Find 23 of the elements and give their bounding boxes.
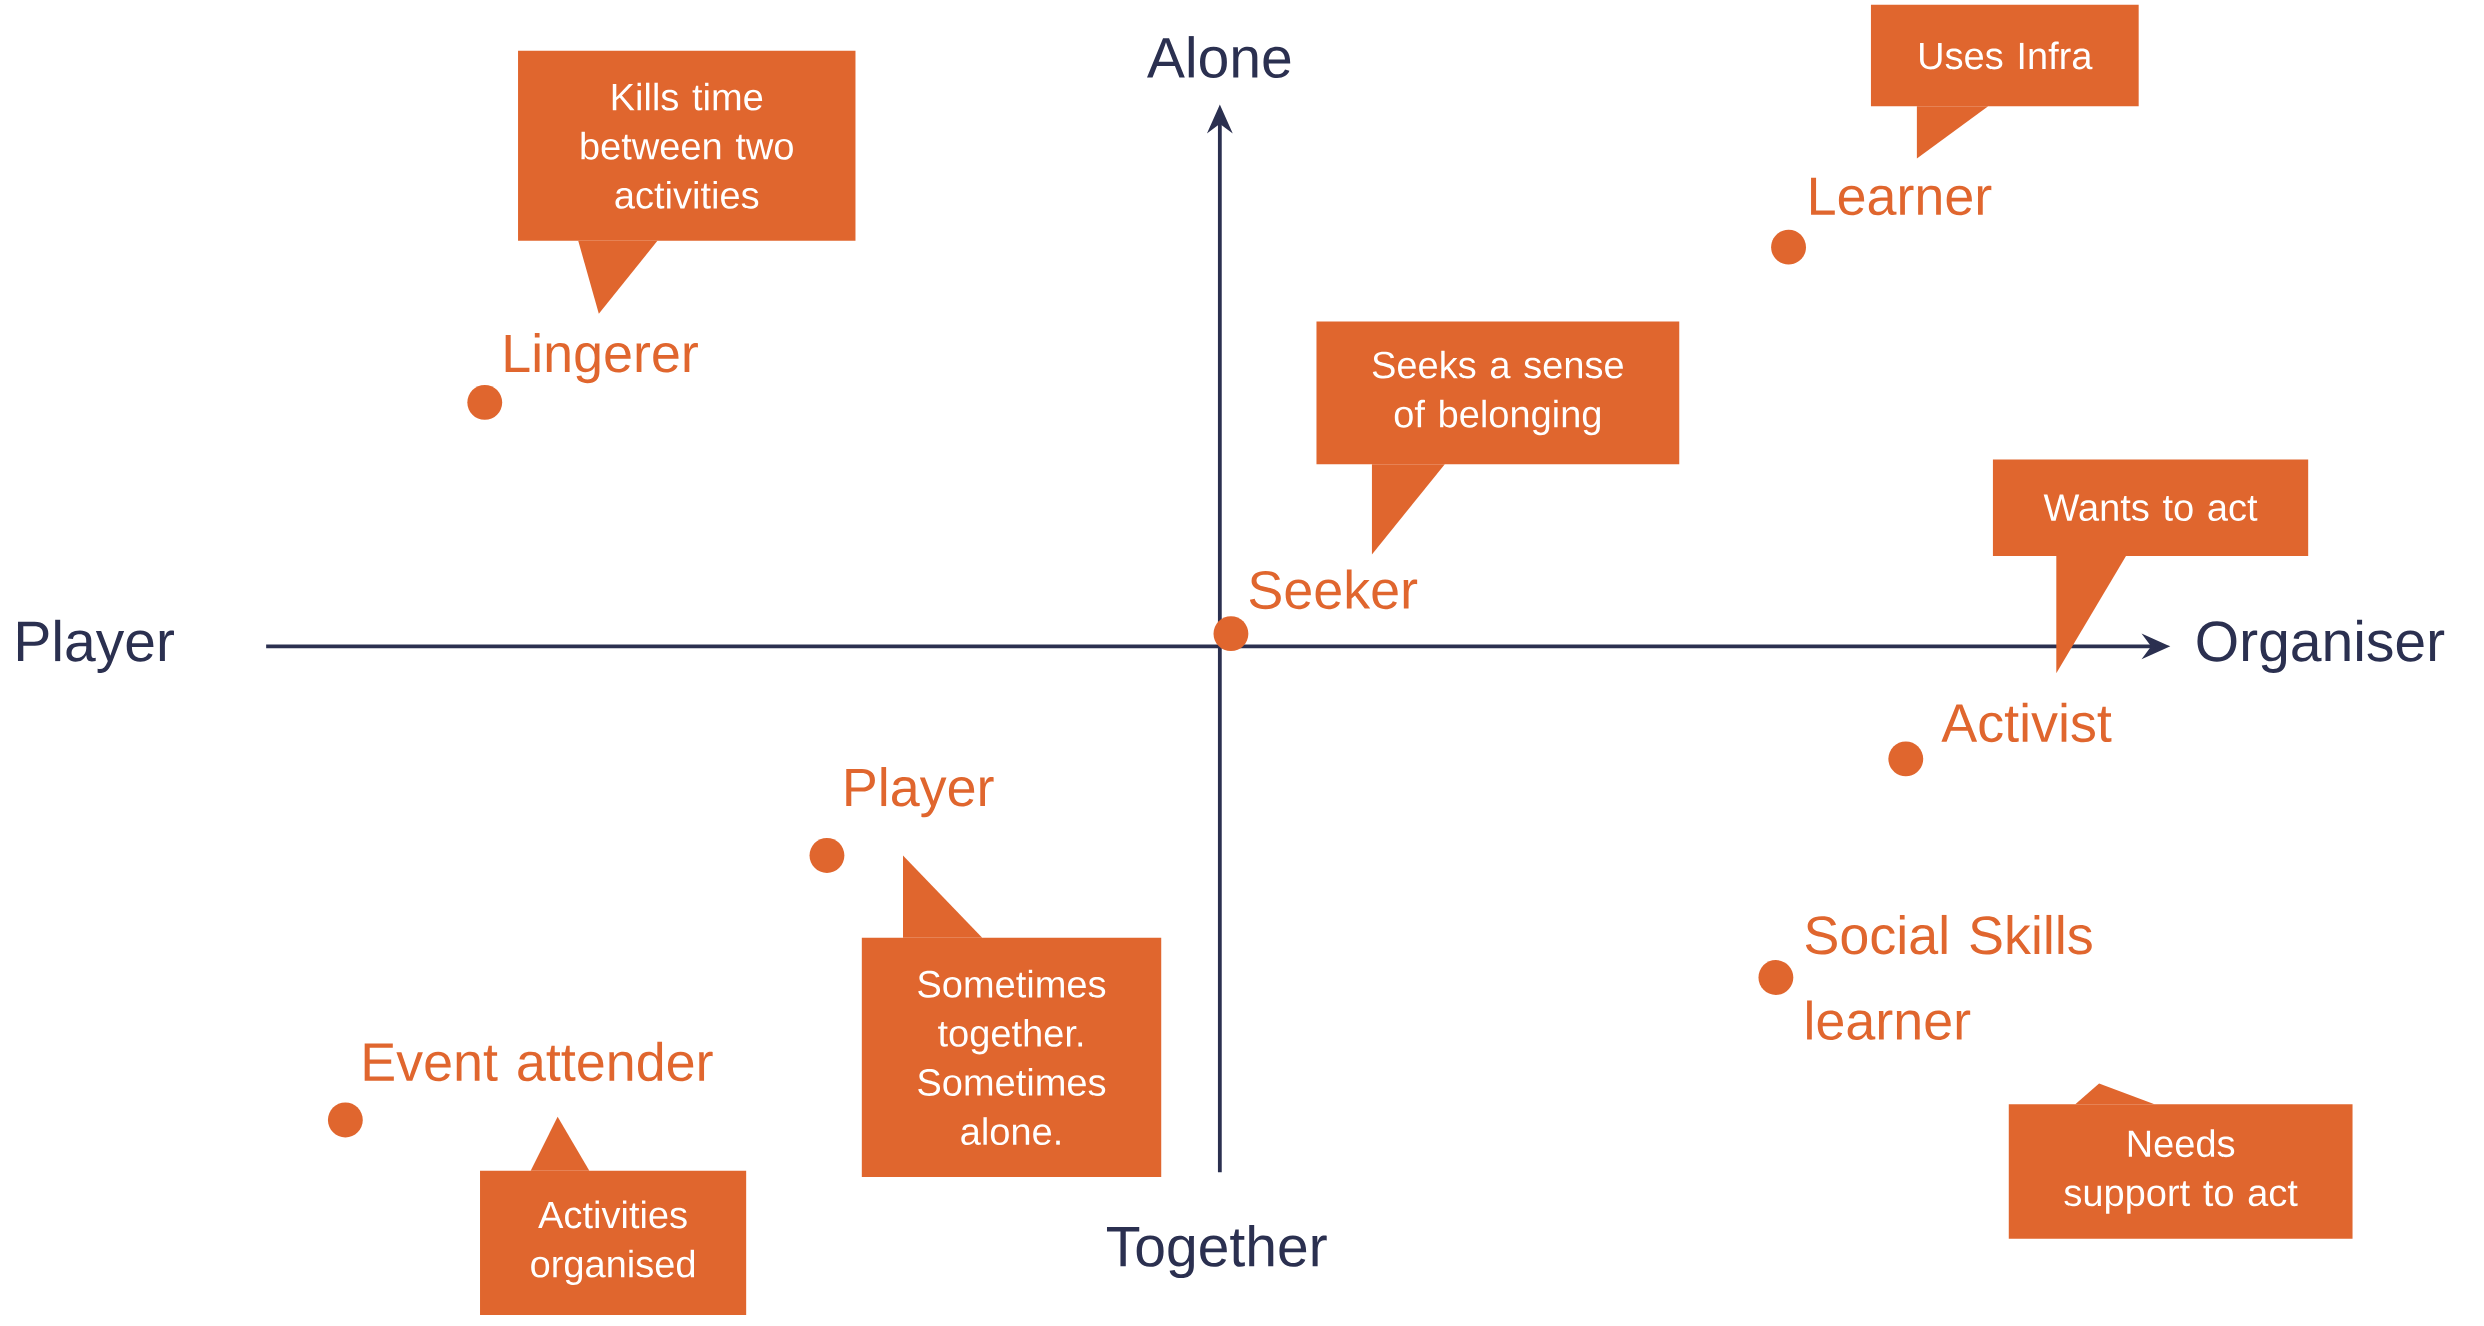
persona-dot [327,1102,363,1138]
persona-dot [809,838,845,873]
persona-name: Event attender [364,1041,713,1082]
callout-box: Needs support to act [2008,1083,2353,1239]
persona-dot [1758,960,1794,995]
callout-box: Kills time between two activities [518,50,856,314]
axis-label: Together [1107,1224,1327,1279]
persona-name: Learner [1811,177,1992,216]
callout-box: Activities organised [480,1116,747,1315]
callout-box: Sometimes together. Sometimes alone. [861,855,1162,1178]
persona-name: Player [846,767,994,818]
axis-label: Player [18,619,174,673]
persona-name: Seeker [1249,569,1418,610]
persona-dot [1771,229,1806,265]
axis-label: Alone [1147,36,1291,78]
callout-box: Uses Infra [1870,4,2139,159]
callout-box: Seeks a sense of belonging [1316,321,1680,555]
persona-name: Activist [1941,702,2112,743]
persona-dot [1213,616,1249,652]
persona-name: Lingerer [505,333,698,384]
persona-dot [467,385,503,420]
persona-dot [1888,741,1924,777]
persona-name: Social Skills learner [1805,914,2092,1041]
